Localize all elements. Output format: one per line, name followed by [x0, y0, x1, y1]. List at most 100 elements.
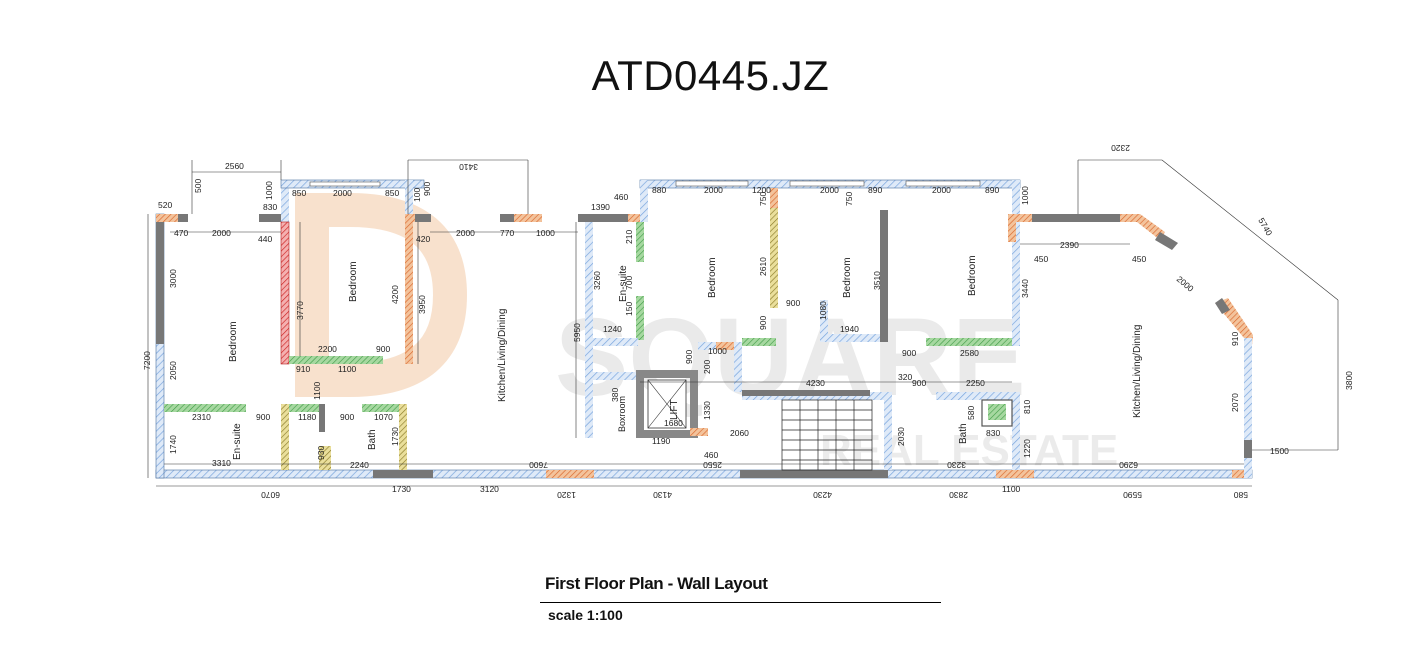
room-label-ensuite-2: En-suite — [618, 265, 629, 302]
dim-1100c: 1100 — [1002, 484, 1021, 494]
dim-2060: 2060 — [730, 428, 749, 438]
dim-1390: 1390 — [591, 202, 610, 212]
dim-2000e: 2000 — [212, 228, 231, 238]
dim-2310: 2310 — [192, 412, 211, 422]
wall-red — [280, 221, 290, 365]
room-label-bath-1: Bath — [367, 429, 378, 450]
dim-750b: 750 — [844, 192, 854, 206]
dim-900b: 900 — [758, 316, 768, 330]
dim-1000a: 1000 — [264, 181, 274, 200]
dim-900e: 900 — [902, 348, 916, 358]
dim-1080: 1080 — [818, 301, 828, 320]
dim-1000d: 1000 — [708, 346, 727, 356]
dim-6290: 6290 — [1119, 460, 1138, 470]
dim-2000b: 2000 — [704, 185, 723, 195]
dim-5590: 5590 — [1123, 490, 1142, 500]
room-label-bedroom-2: Bedroom — [348, 261, 359, 302]
dim-910a: 910 — [296, 364, 310, 374]
dim-1320: 1320 — [557, 490, 576, 500]
dim-520: 520 — [158, 200, 172, 210]
dim-830b: 830 — [986, 428, 1000, 438]
dim-2200: 2200 — [318, 344, 337, 354]
dim-470: 470 — [174, 228, 188, 238]
dim-1180: 1180 — [298, 412, 317, 422]
dim-930: 930 — [316, 446, 326, 460]
dim-810: 810 — [1022, 400, 1032, 414]
dim-900c: 900 — [786, 298, 800, 308]
dim-500: 500 — [193, 179, 203, 193]
dim-850b: 850 — [385, 188, 399, 198]
dim-3770: 3770 — [295, 301, 305, 320]
dim-4230a: 4230 — [806, 378, 825, 388]
dim-3120: 3120 — [480, 484, 499, 494]
plan-title: First Floor Plan - Wall Layout — [545, 574, 768, 593]
dim-3440: 3440 — [1020, 279, 1030, 298]
dim-1500: 1500 — [1270, 446, 1289, 456]
dim-900a: 900 — [422, 182, 432, 196]
dim-3950: 3950 — [417, 295, 427, 314]
dim-910b: 910 — [1230, 332, 1240, 346]
dim-4200: 4200 — [390, 285, 400, 304]
dim-2000d: 2000 — [932, 185, 951, 195]
dimension-lines — [147, 159, 1339, 487]
dim-830: 830 — [263, 202, 277, 212]
dim-2000a: 2000 — [333, 188, 352, 198]
dim-900i: 900 — [340, 412, 354, 422]
dim-1220: 1220 — [1022, 439, 1032, 458]
room-label-bedroom-4: Bedroom — [842, 257, 853, 298]
dim-2580: 2580 — [960, 348, 979, 358]
dim-1730b: 1730 — [392, 484, 411, 494]
dim-1940: 1940 — [840, 324, 859, 334]
dim-2070: 2070 — [1230, 393, 1240, 412]
room-label-bedroom-1: Bedroom — [228, 321, 239, 362]
dim-1740: 1740 — [168, 435, 178, 454]
room-label-bedroom-5: Bedroom — [967, 255, 978, 296]
dim-210: 210 — [624, 230, 634, 244]
dim-3230: 3230 — [947, 460, 966, 470]
dim-770: 770 — [500, 228, 514, 238]
dim-3000: 3000 — [168, 269, 178, 288]
plan-scale: scale 1:100 — [548, 607, 623, 623]
dim-2000g: 2000 — [1175, 274, 1196, 294]
dim-2320: 2320 — [1111, 143, 1130, 153]
dim-1240: 1240 — [603, 324, 622, 334]
dim-1200: 1200 — [752, 185, 771, 195]
dim-900h: 900 — [256, 412, 270, 422]
dim-2390: 2390 — [1060, 240, 1079, 250]
dim-450b: 450 — [1132, 254, 1146, 264]
room-label-kitchen-1: Kitchen/Living/Dining — [497, 309, 508, 402]
dim-3260: 3260 — [592, 271, 602, 290]
dim-1680: 1680 — [664, 418, 683, 428]
dim-880: 880 — [652, 185, 666, 195]
dim-2030: 2030 — [896, 427, 906, 446]
dim-150: 150 — [624, 302, 634, 316]
dim-1100a: 1100 — [338, 364, 357, 374]
dim-440: 440 — [258, 234, 272, 244]
dim-900g: 900 — [912, 378, 926, 388]
dim-320: 320 — [898, 372, 912, 382]
wall-bottom — [155, 469, 1253, 479]
dim-2000c: 2000 — [820, 185, 839, 195]
title-underline — [540, 602, 941, 603]
dim-2250: 2250 — [966, 378, 985, 388]
dim-450a: 450 — [1034, 254, 1048, 264]
dim-2050: 2050 — [168, 361, 178, 380]
room-label-kitchen-2: Kitchen/Living/Dining — [1132, 325, 1143, 418]
dim-1070: 1070 — [374, 412, 393, 422]
room-label-boxroom: Boxroom — [617, 396, 627, 432]
dimension-values: 2560 500 520 3410 2320 1000 830 850 2000… — [142, 143, 1354, 500]
dim-850a: 850 — [292, 188, 306, 198]
dim-750a: 750 — [758, 192, 768, 206]
room-label-lift: LIFT — [669, 399, 680, 420]
dim-3410: 3410 — [459, 162, 478, 172]
dim-700: 700 — [624, 276, 634, 290]
dim-2240: 2240 — [350, 460, 369, 470]
dim-900f: 900 — [684, 350, 694, 364]
dim-100: 100 — [412, 188, 422, 202]
room-label-bath-2: Bath — [958, 423, 969, 444]
dim-2560: 2560 — [225, 161, 244, 171]
dim-460a: 460 — [614, 192, 628, 202]
reference-code: ATD0445.JZ — [591, 52, 830, 99]
dim-5740: 5740 — [1256, 216, 1274, 238]
